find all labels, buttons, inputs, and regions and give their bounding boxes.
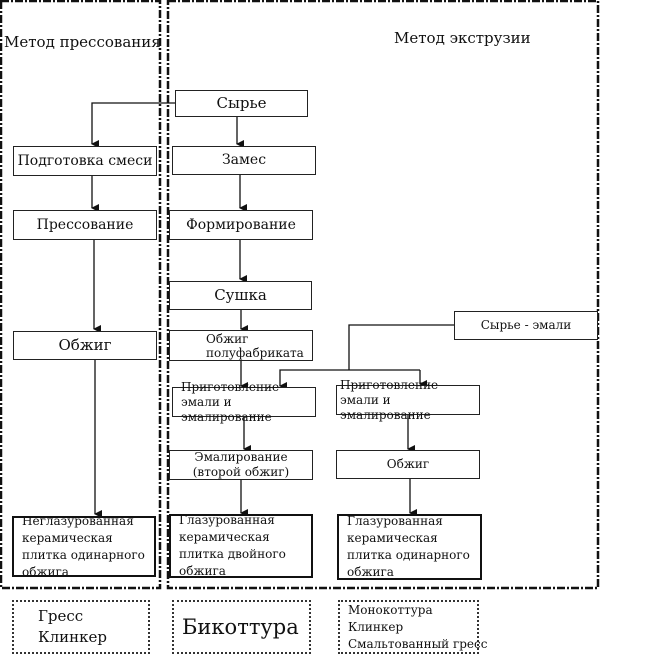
enamel-second-firing-box: Эмалирование (второй обжиг)	[169, 450, 313, 480]
firing-right-box: Обжиг	[336, 450, 480, 479]
firing-left-box: Обжиг	[13, 331, 157, 360]
kneading-box: Замес	[172, 146, 316, 175]
product-smalt-gres: Смальтованный гресс	[348, 636, 488, 651]
forming-box: Формирование	[169, 210, 313, 240]
product-bicottura: Бикоттура	[182, 615, 299, 639]
line-enamelraw	[348, 324, 454, 370]
pressing-section-frame	[0, 0, 162, 590]
arrow-enamelraw-left	[279, 369, 420, 390]
drying-box: Сушка	[169, 281, 312, 310]
glazed-double-fired-tile: Глазурованная керамическая плитка двойно…	[169, 513, 313, 578]
arrow-raw-to-mixprep	[91, 102, 175, 148]
product-clinker: Клинкер	[38, 628, 107, 646]
unglazed-single-fired-tile: Неглазурованная керамическая плитка один…	[12, 514, 156, 579]
enamel-prep-box-1: Приготовление эмали и эмалирование	[172, 380, 316, 424]
product-monocottura: Монокоттура	[348, 602, 433, 617]
product-clinker-2: Клинкер	[348, 619, 404, 634]
products-left: Гресс Клинкер	[12, 600, 150, 654]
raw-material-box: Сырье	[175, 90, 308, 117]
enamel-prep-box-2: Приготовление эмали и эмалирование	[336, 378, 480, 422]
products-middle: Бикоттура	[172, 600, 311, 654]
extrusion-method-title: Метод экструзии	[394, 29, 531, 47]
extrusion-section-frame	[166, 0, 600, 590]
product-gres: Гресс	[38, 607, 84, 625]
enamel-raw-box: Сырье - эмали	[454, 311, 598, 340]
mix-preparation-box: Подготовка смеси	[13, 146, 157, 176]
products-right: Монокоттура Клинкер Смальтованный гресс	[338, 600, 488, 654]
semi-product-firing-box: Обжиг полуфабриката	[169, 330, 313, 361]
pressing-box: Прессование	[13, 210, 157, 240]
pressing-method-title: Метод прессования	[4, 33, 161, 51]
glazed-single-fired-tile: Глазурованная керамическая плитка одинар…	[337, 514, 482, 580]
